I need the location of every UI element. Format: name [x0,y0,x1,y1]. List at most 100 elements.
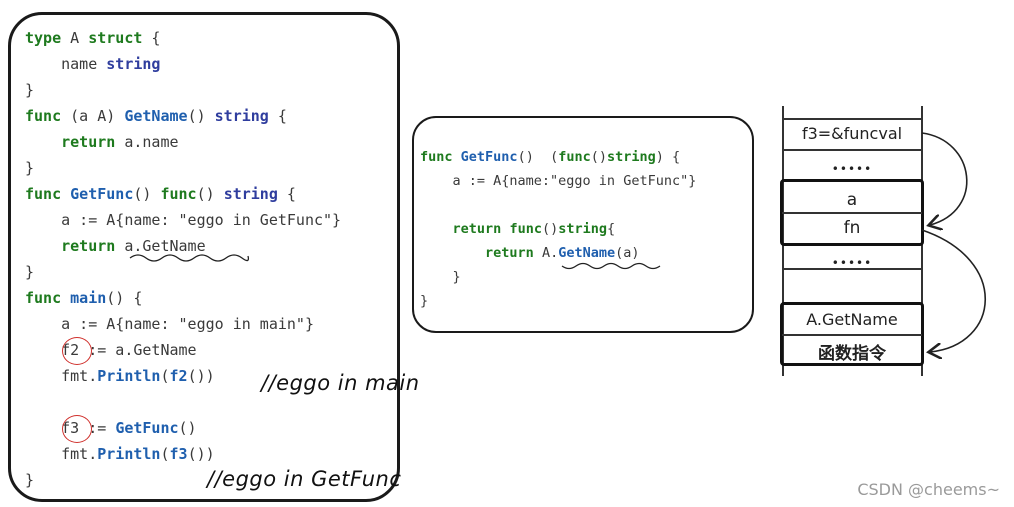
code-token: { [268,107,287,125]
code-line: a := A{name: "eggo in main"} [25,315,314,333]
code-token: string [606,149,656,165]
code-token: a := A{name: "eggo in GetFunc"} [25,211,342,229]
code-line: return a.name [25,133,179,151]
code-token: } [25,471,35,489]
code-token: f3 [169,445,188,463]
code-token: return [485,245,534,261]
stack-diagram: f3=&funcval ••••• a fn ••••• A.GetName 函… [780,106,924,376]
code-line: f3 := GetFunc() [25,419,197,437]
code-token: func [420,149,453,165]
code-token: return [452,221,502,237]
code-token: return [61,133,116,151]
code-token: GetName [124,107,188,125]
arrow-fn-to-getname [921,229,987,352]
underline-squiggle-mid [561,262,661,270]
code-line: fmt.Println(f3()) [25,445,215,463]
stack-divider [782,268,922,270]
code-token: Println [97,445,161,463]
code-token: () [541,221,559,237]
code-token: a.GetName [115,237,206,255]
code-token: GetFunc [70,185,134,203]
code-line: type A struct { [25,29,160,47]
code-line: } [25,263,34,281]
code-line: func GetFunc() (func()string) { [420,148,680,166]
stack-divider [782,212,922,214]
code-token: return [61,237,116,255]
stack-cell-ellipsis-1: ••••• [831,162,873,176]
code-token: { [277,185,296,203]
code-token: () [133,185,161,203]
code-token: Println [97,367,161,385]
code-panel-getfunc: func GetFunc() (func()string) { a := A{n… [412,116,754,333]
code-token: () [196,185,224,203]
code-token: struct [88,29,143,47]
stack-divider [782,334,922,336]
code-token: f2 [169,367,188,385]
code-line: a := A{name:"eggo in GetFunc"} [420,172,697,190]
code-token: string [106,55,161,73]
code-token: A [61,29,89,47]
code-line: fmt.Println(f2()) [25,367,215,385]
code-line: return a.GetName [25,237,206,255]
code-token: string [558,221,607,237]
code-token: func [558,149,591,165]
code-token: } [25,81,35,99]
code-token: () ( [517,149,559,165]
code-token: func [25,185,62,203]
code-token: ()) [187,367,215,385]
code-token: } [25,159,35,177]
code-token: } [420,269,461,285]
code-token: func [25,289,62,307]
stack-cell-function-instructions: 函数指令 [818,344,886,364]
code-line: a := A{name: "eggo in GetFunc"} [25,211,341,229]
code-token: } [25,263,35,281]
code-token: name [25,55,107,73]
stack-cell-getname: A.GetName [806,310,898,329]
code-line: func (a A) GetName() string { [25,107,287,125]
code-token: func [509,221,542,237]
code-token: fmt. [25,367,98,385]
code-line: func main() { [25,289,142,307]
closure-object-frame [780,179,924,246]
stack-divider [782,149,922,151]
code-token: () [178,419,197,437]
stack-cell-f3: f3=&funcval [801,124,903,143]
code-token: a := A{name:"eggo in GetFunc"} [420,173,697,189]
code-line: } [420,268,461,286]
code-token: A. [533,245,559,261]
stack-divider [782,118,922,120]
code-token: () { [106,289,143,307]
annotation-eggo-in-getfunc: //eggo in GetFunc [207,467,402,491]
code-token: { [607,221,616,237]
code-token: () [187,107,215,125]
stack-cell-fn: fn [843,218,861,238]
code-token: { [142,29,161,47]
stack-cell-ellipsis-2: ••••• [831,256,873,270]
code-token: func [25,107,62,125]
code-token: GetName [558,245,616,261]
code-token: a.name [115,133,179,151]
function-object-frame [780,302,924,366]
code-token: string [223,185,278,203]
code-token: main [70,289,107,307]
annotation-eggo-in-main: //eggo in main [261,371,420,395]
code-token: () [590,149,607,165]
code-token: (a A) [61,107,125,125]
code-line: } [25,81,34,99]
code-token: ( [160,367,170,385]
code-line: return func()string{ [420,220,616,238]
code-panel-main: type A struct { name string} func (a A) G… [8,12,419,502]
code-line: name string [25,55,160,73]
code-token: GetFunc [115,419,179,437]
code-line: return A.GetName(a) [420,244,639,262]
code-token: func [160,185,197,203]
code-token: GetFunc [460,149,518,165]
code-token: fmt. [25,445,98,463]
highlight-circle-f3 [62,415,92,443]
code-token: } [420,293,429,309]
code-token: string [214,107,269,125]
code-line: } [420,292,428,310]
code-token: type [25,29,62,47]
underline-squiggle-left [129,254,250,262]
